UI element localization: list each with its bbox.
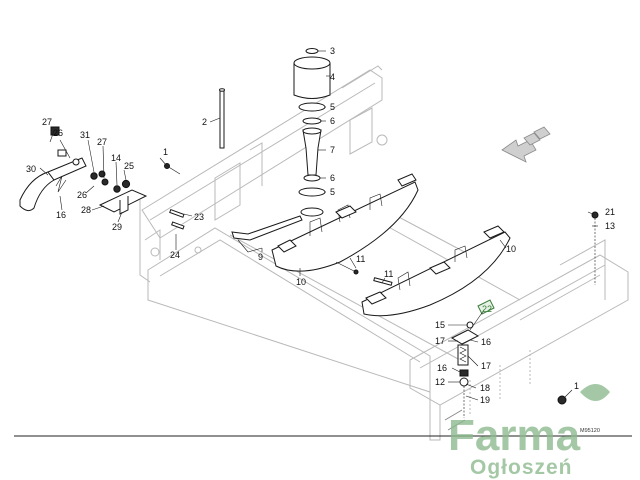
callout-20: 19: [480, 395, 490, 405]
shaft: [302, 129, 322, 176]
callout-5-upper: 5: [330, 102, 335, 112]
spring-column-assembly: [293, 48, 331, 217]
callout-23: 23: [194, 212, 204, 222]
callout-31: 31: [80, 130, 90, 140]
callout-30: 30: [26, 164, 36, 174]
callout-21: 21: [605, 207, 615, 217]
hand-lever-assembly: [19, 126, 148, 215]
callout-28: 28: [81, 205, 91, 215]
callout-14: 16: [437, 363, 447, 373]
callout-7: 7: [330, 145, 335, 155]
callout-4: 4: [330, 72, 335, 82]
callout-1-upper: 1: [163, 147, 168, 157]
hand-grip: [19, 171, 55, 212]
cylinder-housing: [293, 62, 331, 99]
washer: [90, 172, 98, 180]
callout-6-upper: 6: [330, 116, 335, 126]
callout-11-upper: 11: [356, 254, 365, 264]
direction-arrow-icon: [501, 126, 551, 163]
callout-11-lower: 11: [384, 269, 393, 279]
callout-10-lower: 10: [506, 244, 516, 254]
fasteners: [164, 163, 599, 405]
retaining-ring: [305, 48, 319, 54]
farma-watermark-logo: Farma Ogłoszeń: [448, 384, 610, 479]
callout-9: 9: [258, 252, 263, 262]
callout-5-lower: 5: [330, 187, 335, 197]
callout-1-lower: 1: [574, 381, 579, 391]
callout-26-left: 26: [53, 128, 63, 138]
callout-17-right: 16: [481, 337, 491, 347]
callout-leaders: [39, 50, 598, 401]
callout-19: 18: [480, 383, 490, 393]
callout-18: 17: [481, 361, 491, 371]
callout-17-left: 16: [56, 210, 66, 220]
upper-guide-plate: [271, 173, 419, 272]
callout-27-left: 27: [42, 117, 52, 127]
drawing-code: M95120: [580, 428, 600, 434]
callout-labels: 3 4 5 6 7 6 5 2 1 23 24 27 26 31 27 14 2…: [26, 46, 615, 405]
callout-12: 12: [435, 377, 445, 387]
long-lever: [231, 215, 303, 253]
leaf-icon: [580, 384, 610, 401]
lower-guide-plate: [361, 225, 511, 317]
callout-3: 3: [330, 46, 335, 56]
callout-15: 17: [435, 336, 445, 346]
callout-13: 13: [605, 221, 615, 231]
callout-27-right: 27: [97, 137, 107, 147]
highlighted-part-22: [477, 299, 495, 315]
callout-10-upper: 10: [296, 277, 306, 287]
watermark-line2: Ogłoszeń: [470, 456, 573, 479]
chassis-frame: [139, 65, 629, 441]
callout-6-lower: 6: [330, 173, 335, 183]
callout-26-right: 26: [77, 190, 87, 200]
callout-16-right: 15: [435, 320, 445, 330]
callout-2: 2: [202, 117, 207, 127]
vertical-rod: [219, 88, 225, 149]
callout-16-left: 14: [111, 153, 121, 163]
watermark-line1: Farma: [448, 411, 581, 460]
callout-22: 22: [482, 304, 492, 314]
callout-24: 24: [170, 250, 180, 260]
callout-29: 29: [112, 222, 122, 232]
callout-25: 25: [124, 161, 134, 171]
